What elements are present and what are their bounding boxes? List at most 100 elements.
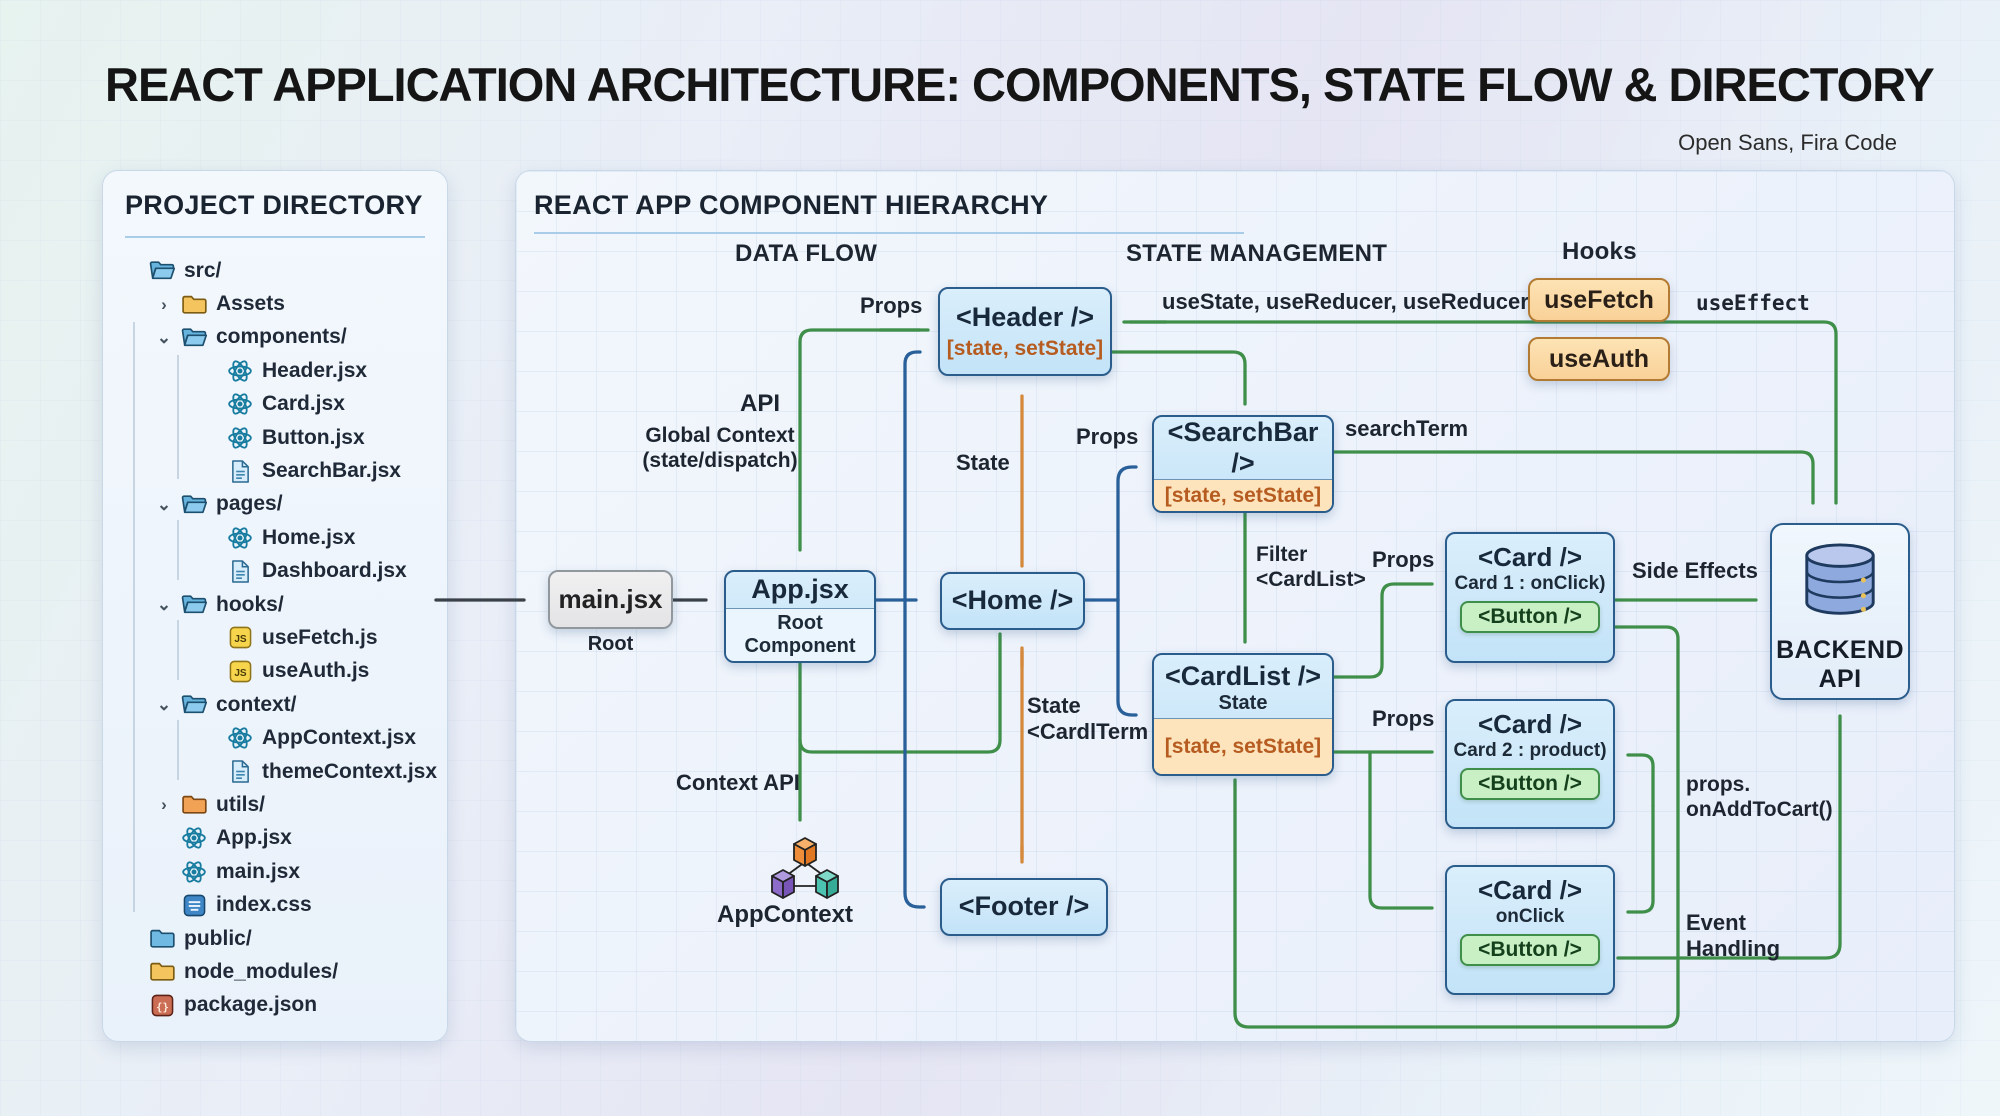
folder-open-blue-icon xyxy=(180,493,208,516)
folder-blue-icon xyxy=(148,927,176,950)
svg-text:JS: JS xyxy=(234,634,247,645)
folder-open-blue-icon xyxy=(148,259,176,282)
section-state-management: STATE MANAGEMENT xyxy=(1126,240,1388,267)
tree-item: {} package.json xyxy=(118,989,438,1022)
tree-item: index.css xyxy=(118,888,438,921)
label-state-header: State xyxy=(956,450,1010,475)
tree-item-label: Assets xyxy=(216,292,285,316)
js-icon: JS xyxy=(226,626,254,649)
tree-item-label: Card.jsx xyxy=(262,392,345,416)
folder-yellow-icon xyxy=(148,960,176,983)
tree-item-label: pages/ xyxy=(216,492,283,516)
folder-open-blue-icon xyxy=(180,693,208,716)
react-icon xyxy=(180,825,208,851)
react-icon xyxy=(226,391,254,417)
directory-title-underline xyxy=(125,236,425,238)
label-event-handling: Event Handling xyxy=(1686,910,1781,961)
tree-item-label: components/ xyxy=(216,325,347,349)
tree-item: Header.jsx xyxy=(118,354,438,387)
directory-panel-title: PROJECT DIRECTORY xyxy=(125,190,423,220)
react-icon xyxy=(180,859,208,885)
tree-item: ⌄ pages/ xyxy=(118,488,438,521)
button-chip: <Button /> xyxy=(1460,600,1600,633)
node-usefetch: useFetch xyxy=(1528,278,1670,322)
tree-guide-line xyxy=(177,355,179,479)
label-usestate: useState, useReducer, useReducer xyxy=(1162,289,1529,314)
node-main-jsx: main.jsx xyxy=(548,570,673,629)
chevron-right-icon: › xyxy=(161,294,167,314)
node-app-jsx: App.jsx Root Component xyxy=(724,570,876,663)
tree-item: JS useAuth.js xyxy=(118,655,438,688)
page-title: REACT APPLICATION ARCHITECTURE: COMPONEN… xyxy=(105,58,1935,111)
tree-guide-line xyxy=(177,620,179,680)
tree-item: src/ xyxy=(118,254,438,287)
tree-item: ⌄ context/ xyxy=(118,688,438,721)
tree-item-label: Dashboard.jsx xyxy=(262,559,407,583)
hierarchy-panel-title: REACT APP COMPONENT HIERARCHY xyxy=(534,190,1049,220)
chevron-down-icon: ⌄ xyxy=(156,695,172,715)
tree-guide-line xyxy=(177,520,179,580)
label-global-context: Global Context (state/dispatch) xyxy=(642,424,798,472)
project-directory-panel xyxy=(102,170,448,1042)
tree-item: themeContext.jsx xyxy=(118,755,438,788)
label-root: Root xyxy=(587,633,634,655)
label-side-effects: Side Effects xyxy=(1632,558,1758,583)
label-searchterm: searchTerm xyxy=(1345,416,1469,441)
tree-item-label: context/ xyxy=(216,692,297,716)
file-icon xyxy=(226,459,254,484)
tree-item-label: package.json xyxy=(184,993,318,1017)
tree-item-label: useAuth.js xyxy=(262,659,370,683)
react-icon xyxy=(226,525,254,551)
tree-item-label: index.css xyxy=(216,893,312,917)
tree-item-label: src/ xyxy=(184,258,222,282)
css-icon xyxy=(180,894,208,917)
tree-item-label: AppContext.jsx xyxy=(262,726,417,750)
node-cardlist: <CardList /> State [state, setState] xyxy=(1152,653,1334,776)
label-filter: Filter <CardList> xyxy=(1256,543,1366,591)
folder-open-blue-icon xyxy=(180,593,208,616)
tree-item: ⌄ hooks/ xyxy=(118,588,438,621)
chevron-down-icon: ⌄ xyxy=(156,494,172,514)
button-chip: <Button /> xyxy=(1460,933,1600,966)
svg-text:JS: JS xyxy=(234,668,247,679)
tree-item: › Assets xyxy=(118,287,438,320)
tree-item-label: App.jsx xyxy=(216,826,292,850)
node-backend-api: BACKEND API xyxy=(1770,523,1910,700)
label-props-card1: Props xyxy=(1372,547,1435,572)
chevron-down-icon: ⌄ xyxy=(156,327,172,347)
js-icon: JS xyxy=(226,660,254,683)
label-props-onaddtocart: props. onAddToCart() xyxy=(1686,773,1833,821)
section-data-flow: DATA FLOW xyxy=(735,240,878,267)
tree-item-label: main.jsx xyxy=(216,859,301,883)
tree-item-label: SearchBar.jsx xyxy=(262,459,401,483)
node-home: <Home /> xyxy=(940,572,1085,630)
svg-text:{}: {} xyxy=(156,1001,169,1013)
hierarchy-title-underline xyxy=(534,232,1244,234)
tree-item: App.jsx xyxy=(118,822,438,855)
chevron-down-icon: ⌄ xyxy=(156,595,172,615)
label-appcontext: AppContext xyxy=(717,901,853,928)
label-context-api: Context API xyxy=(676,770,800,795)
file-icon xyxy=(226,559,254,584)
tree-guide-line xyxy=(177,720,179,780)
tree-item: SearchBar.jsx xyxy=(118,454,438,487)
tree-item: Dashboard.jsx xyxy=(118,555,438,588)
node-footer: <Footer /> xyxy=(940,878,1108,936)
app-context-cubes-icon xyxy=(763,836,847,907)
tree-item-label: utils/ xyxy=(216,792,266,816)
tree-item: Home.jsx xyxy=(118,521,438,554)
folder-orange-icon xyxy=(180,793,208,816)
node-header: <Header /> [state, setState] xyxy=(938,287,1112,376)
tree-item: public/ xyxy=(118,922,438,955)
label-api: API xyxy=(739,390,780,417)
tree-item-label: node_modules/ xyxy=(184,959,339,983)
node-card1: <Card /> Card 1 : onClick) <Button /> xyxy=(1445,532,1615,663)
tree-item: node_modules/ xyxy=(118,955,438,988)
tree-item-label: hooks/ xyxy=(216,592,284,616)
label-props-header: Props xyxy=(860,293,923,318)
tree-item: Card.jsx xyxy=(118,388,438,421)
node-card3: <Card /> onClick <Button /> xyxy=(1445,865,1615,995)
chevron-right-icon: › xyxy=(161,795,167,815)
tree-item-label: Button.jsx xyxy=(262,425,365,449)
